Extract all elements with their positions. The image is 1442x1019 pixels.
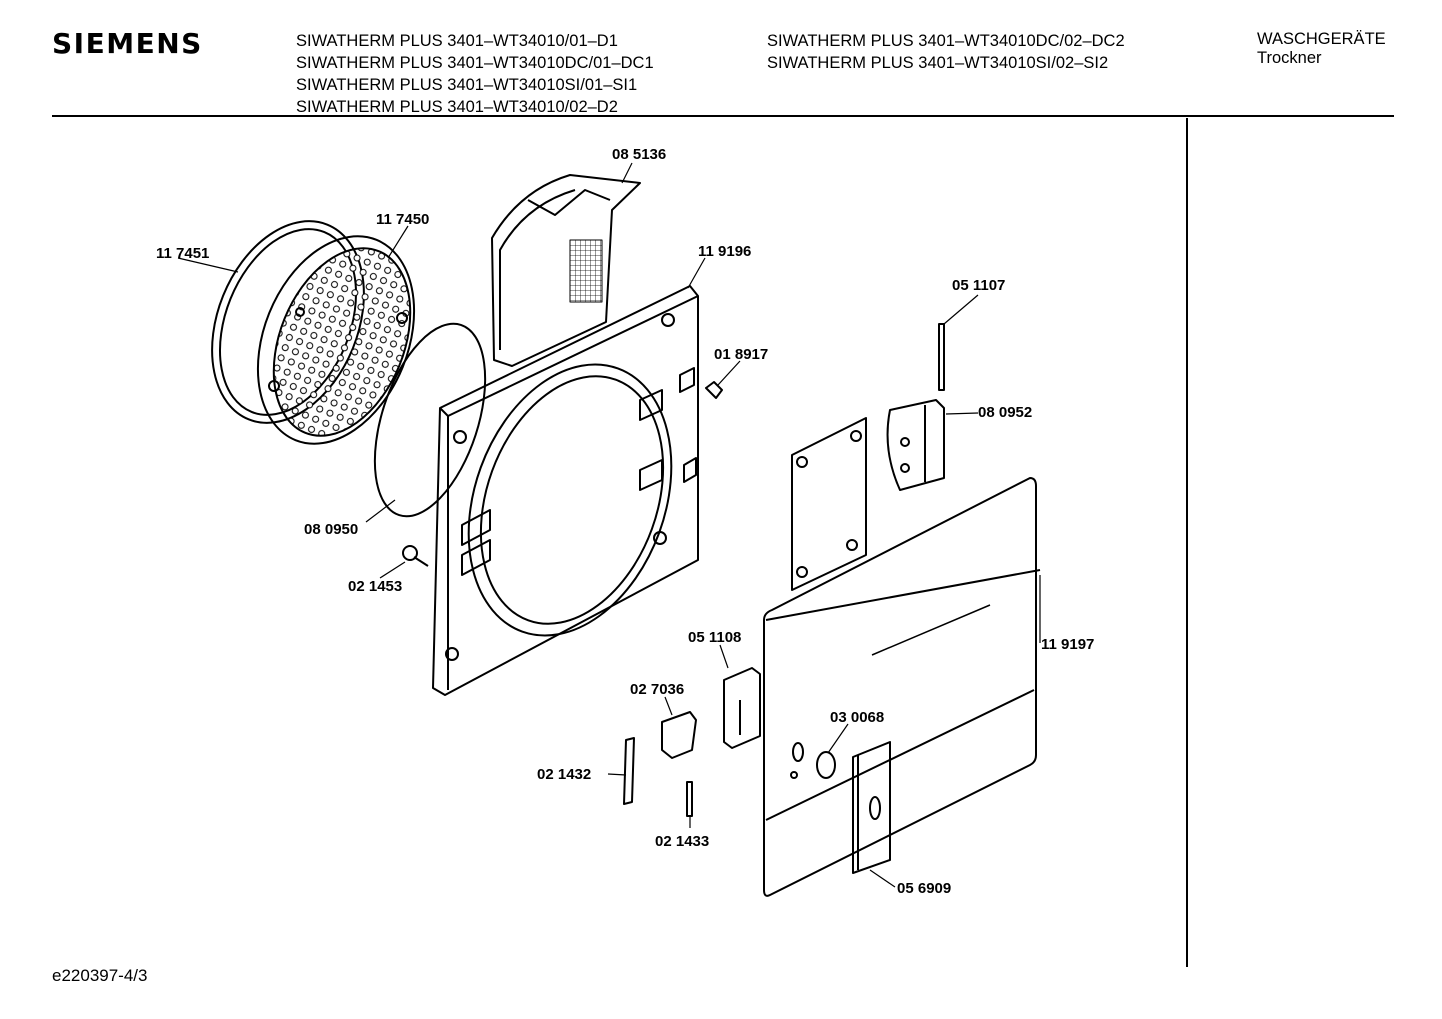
hinge-plate	[791, 417, 867, 591]
screw	[402, 545, 429, 567]
door-catch	[661, 711, 697, 759]
door-gasket	[373, 322, 487, 518]
door-hinge	[886, 399, 945, 491]
category-block: WASCHGERÄTE Trockner	[1257, 30, 1386, 68]
model-line: SIWATHERM PLUS 3401–WT34010SI/02–SI2	[767, 54, 1109, 72]
front-frame	[432, 285, 699, 696]
part-label-119197: 11 9197	[1041, 636, 1094, 653]
leader-lines	[177, 162, 1041, 888]
model-line: SIWATHERM PLUS 3401–WT34010/02–D2	[296, 98, 618, 116]
part-label-080950: 08 0950	[304, 521, 358, 538]
small-pin	[686, 781, 693, 817]
category-subtitle: Trockner	[1257, 49, 1322, 67]
model-line: SIWATHERM PLUS 3401–WT34010/01–D1	[296, 32, 618, 50]
hinge-pin	[938, 323, 945, 391]
part-label-085136: 08 5136	[612, 146, 666, 163]
part-label-051108: 05 1108	[688, 629, 741, 646]
part-label-051107: 05 1107	[952, 277, 1005, 294]
fluff-filter-housing	[491, 174, 641, 367]
model-list-left: SIWATHERM PLUS 3401–WT34010/01–D1 SIWATH…	[296, 30, 654, 118]
model-line: SIWATHERM PLUS 3401–WT34010DC/02–DC2	[767, 32, 1125, 50]
part-label-080952: 08 0952	[978, 404, 1032, 421]
latch-plate	[852, 741, 891, 874]
part-label-117451: 11 7451	[156, 245, 209, 262]
part-label-018917: 01 8917	[714, 346, 768, 363]
margin-divider	[1186, 118, 1188, 967]
model-line: SIWATHERM PLUS 3401–WT34010SI/01–SI1	[296, 76, 638, 94]
model-list-right: SIWATHERM PLUS 3401–WT34010DC/02–DC2 SIW…	[767, 30, 1125, 74]
part-label-021453: 02 1453	[348, 578, 402, 595]
part-label-056909: 05 6909	[897, 880, 951, 897]
drum-filter	[256, 235, 416, 445]
brand-logo: SIEMENS	[52, 27, 203, 60]
part-label-119196: 11 9196	[698, 243, 751, 260]
drawing-id: e220397-4/3	[52, 966, 148, 985]
header-divider	[52, 115, 1394, 117]
category-title: WASCHGERÄTE	[1257, 30, 1386, 48]
part-labels: 08 5136 11 7450 11 7451 11 9196 05 1107 …	[156, 146, 1094, 897]
part-label-021432: 02 1432	[537, 766, 591, 783]
lock-bracket	[723, 667, 761, 749]
part-label-021433: 02 1433	[655, 833, 709, 850]
model-line: SIWATHERM PLUS 3401–WT34010DC/01–DC1	[296, 54, 654, 72]
rod	[623, 737, 635, 805]
part-label-027036: 02 7036	[630, 681, 684, 698]
part-label-030068: 03 0068	[830, 709, 884, 726]
clip	[705, 381, 723, 399]
part-label-117450: 11 7450	[376, 211, 429, 228]
door-panel	[763, 477, 1041, 897]
